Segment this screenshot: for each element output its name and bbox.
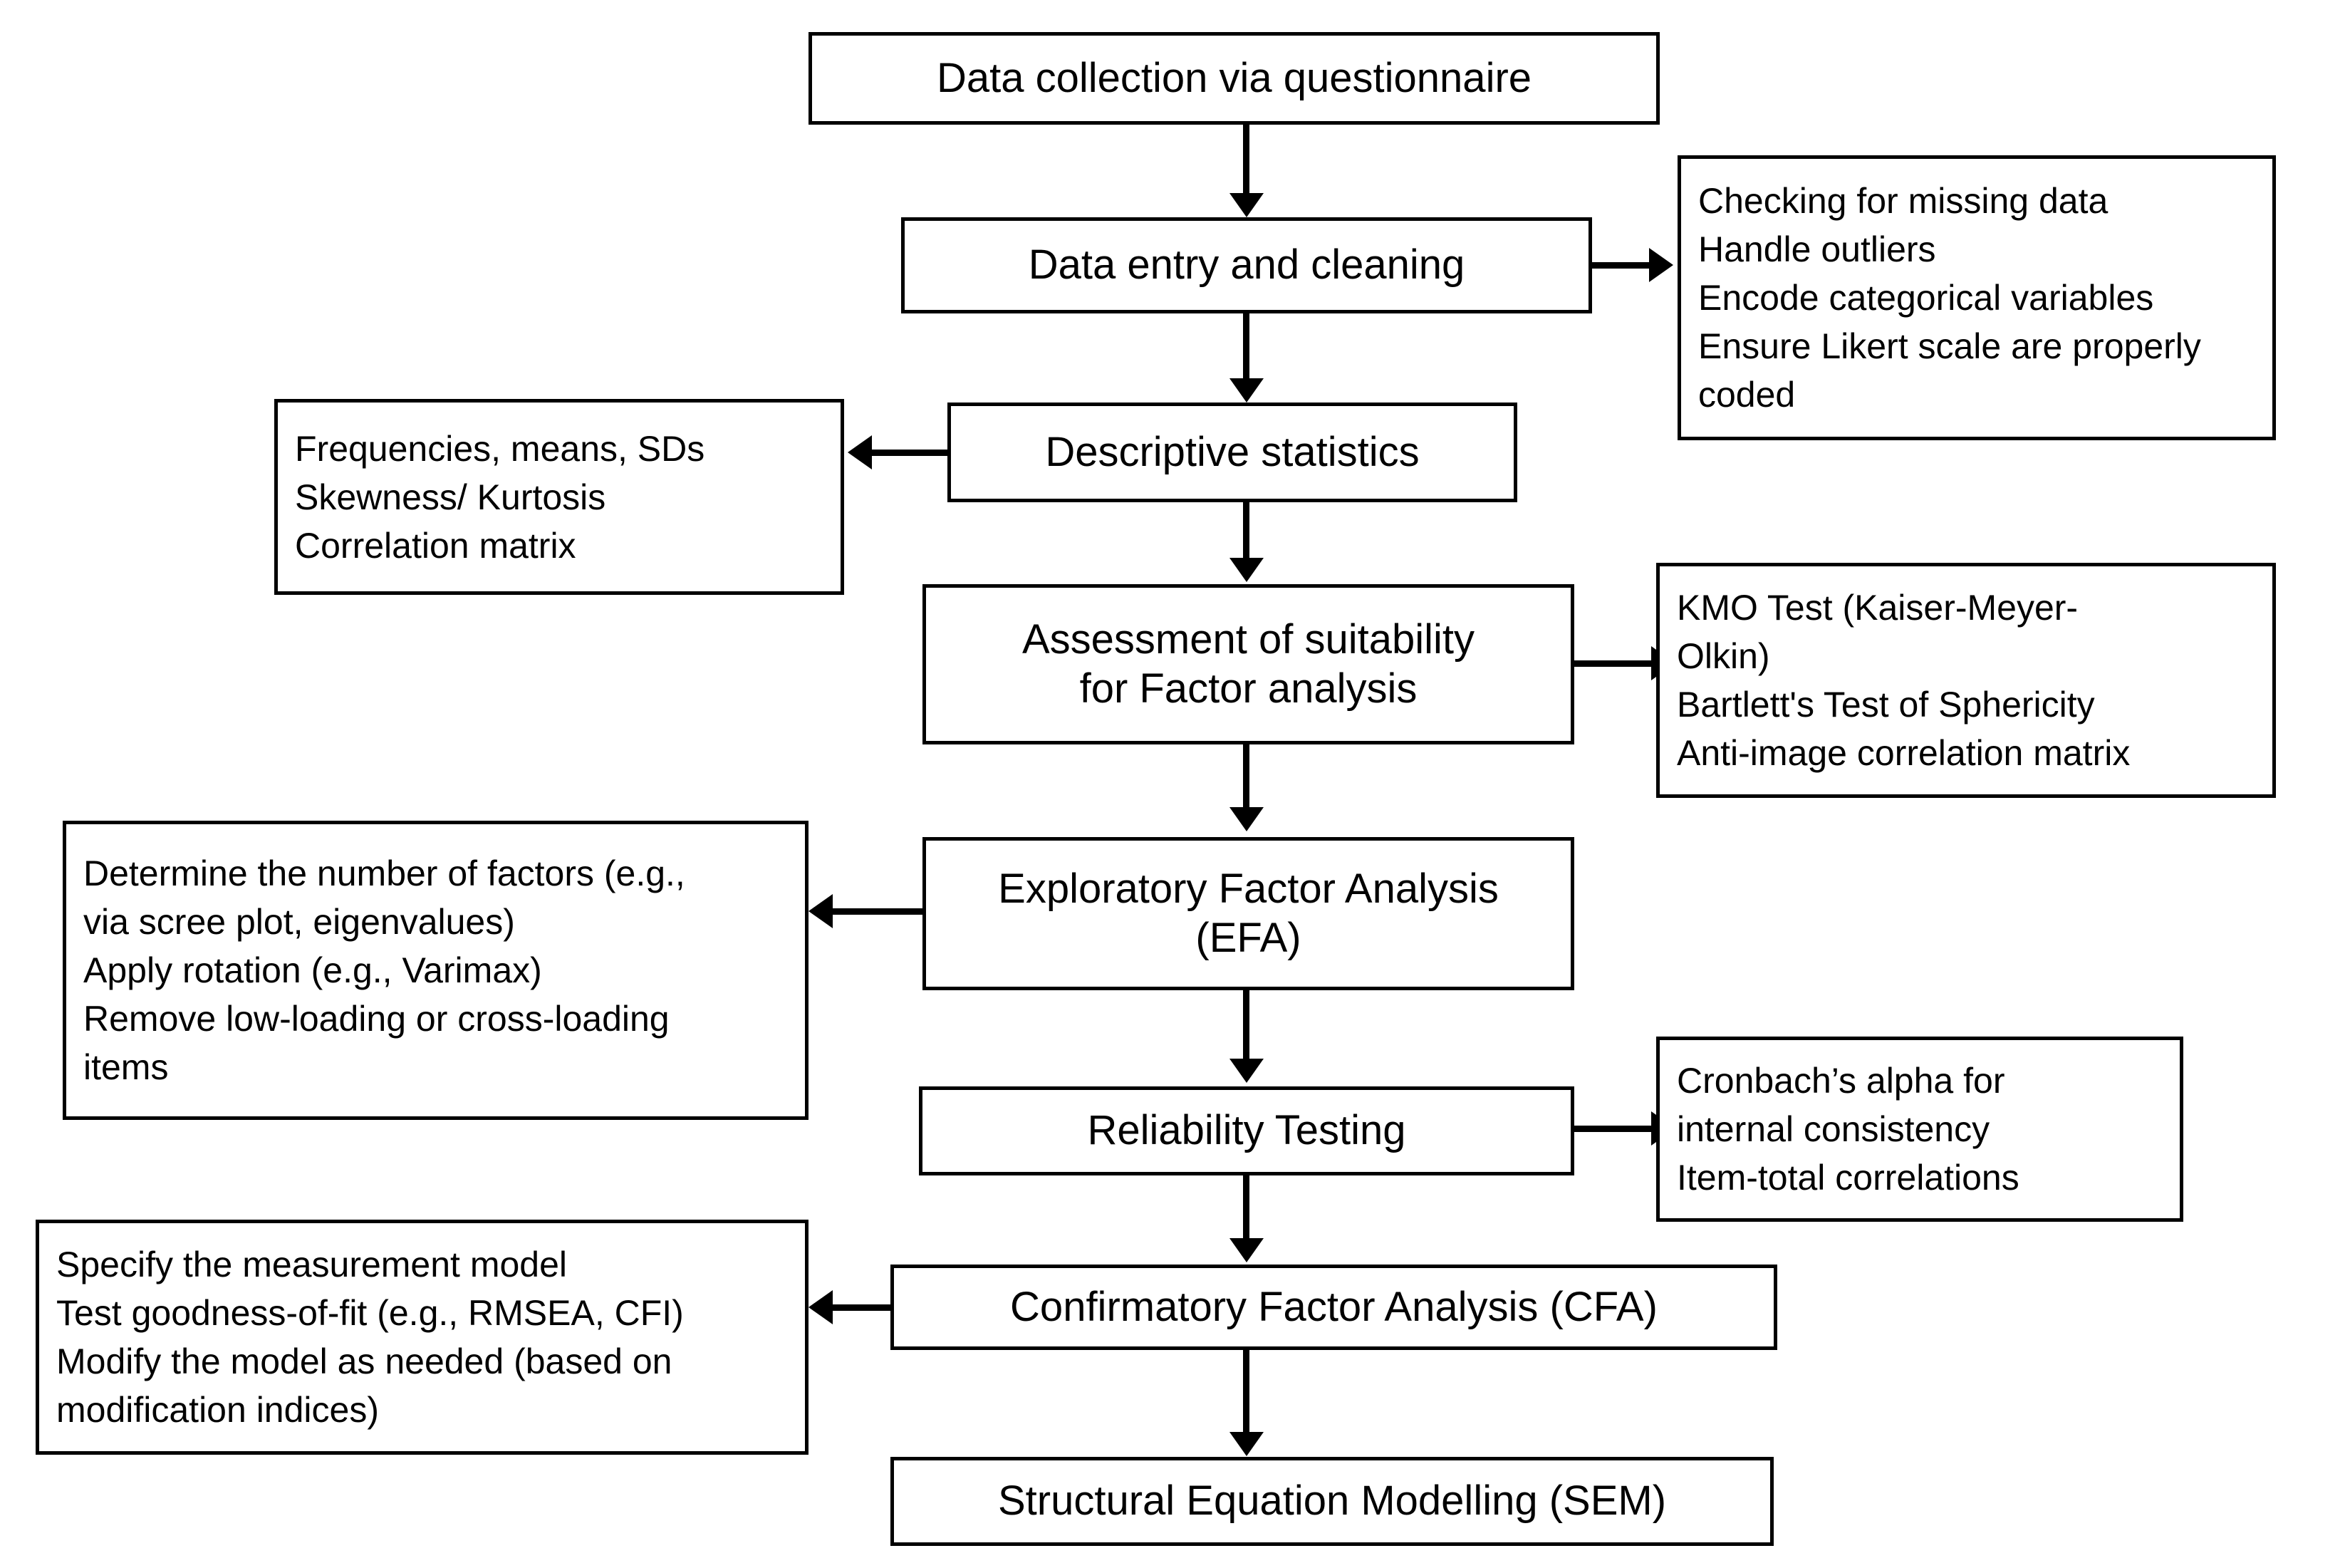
connector-cfa-to-note (830, 1304, 894, 1311)
node-cfa-label: Confirmatory Factor Analysis (CFA) (1010, 1283, 1658, 1330)
connector-entry-to-note (1592, 262, 1650, 269)
node-data-collection[interactable]: Data collection via questionnaire (808, 32, 1660, 125)
arrowhead-entry-to-note (1649, 248, 1673, 282)
node-descriptive-statistics-label: Descriptive statistics (1045, 428, 1420, 475)
note-reliability-testing-text: Cronbach’s alpha for internal consistenc… (1677, 1061, 2019, 1198)
arrowhead-cfa-to-sem (1229, 1432, 1264, 1456)
node-efa-label: Exploratory Factor Analysis (EFA) (998, 866, 1499, 961)
connector-reliability-to-note (1574, 1126, 1653, 1132)
connector-efa-to-note (830, 908, 925, 915)
connector-descriptive-to-note (869, 450, 950, 456)
note-data-entry-text: Checking for missing data Handle outlier… (1698, 181, 2201, 415)
node-descriptive-statistics[interactable]: Descriptive statistics (947, 403, 1517, 502)
node-data-collection-label: Data collection via questionnaire (936, 54, 1532, 101)
note-cfa[interactable]: Specify the measurement model Test goodn… (36, 1220, 808, 1455)
note-descriptive-statistics[interactable]: Frequencies, means, SDs Skewness/ Kurtos… (274, 399, 844, 595)
note-assessment-suitability[interactable]: KMO Test (Kaiser-Meyer- Olkin) Bartlett'… (1656, 563, 2276, 798)
arrowhead-assessment-to-efa (1229, 807, 1264, 831)
arrowhead-efa-to-reliability (1229, 1059, 1264, 1083)
note-descriptive-statistics-text: Frequencies, means, SDs Skewness/ Kurtos… (295, 428, 705, 566)
note-efa[interactable]: Determine the number of factors (e.g., v… (63, 821, 808, 1120)
arrowhead-reliability-to-cfa (1229, 1238, 1264, 1262)
connector-entry-to-descriptive (1243, 313, 1249, 380)
connector-assessment-to-note (1574, 660, 1653, 667)
node-data-entry-label: Data entry and cleaning (1028, 242, 1465, 289)
arrowhead-descriptive-to-assessment (1229, 558, 1264, 582)
arrowhead-collection-to-entry (1229, 193, 1264, 217)
arrowhead-entry-to-descriptive (1229, 378, 1264, 403)
note-assessment-suitability-text: KMO Test (Kaiser-Meyer- Olkin) Bartlett'… (1677, 588, 2131, 773)
arrowhead-efa-to-note (808, 894, 833, 928)
note-efa-text: Determine the number of factors (e.g., v… (83, 853, 685, 1087)
connector-reliability-to-cfa (1243, 1175, 1249, 1240)
node-data-entry[interactable]: Data entry and cleaning (901, 217, 1592, 313)
connector-cfa-to-sem (1243, 1350, 1249, 1435)
node-assessment-suitability-label: Assessment of suitability for Factor ana… (1021, 616, 1475, 712)
arrowhead-descriptive-to-note (848, 435, 872, 469)
node-sem[interactable]: Structural Equation Modelling (SEM) (890, 1457, 1774, 1546)
connector-efa-to-reliability (1243, 990, 1249, 1060)
node-reliability-testing[interactable]: Reliability Testing (919, 1086, 1574, 1175)
connector-descriptive-to-assessment (1243, 502, 1249, 559)
arrowhead-cfa-to-note (808, 1290, 833, 1324)
node-reliability-testing-label: Reliability Testing (1087, 1107, 1406, 1154)
node-efa[interactable]: Exploratory Factor Analysis (EFA) (922, 837, 1574, 990)
node-cfa[interactable]: Confirmatory Factor Analysis (CFA) (890, 1265, 1777, 1350)
connector-collection-to-entry (1243, 125, 1249, 194)
note-cfa-text: Specify the measurement model Test goodn… (56, 1245, 684, 1430)
note-reliability-testing[interactable]: Cronbach’s alpha for internal consistenc… (1656, 1037, 2183, 1222)
connector-assessment-to-efa (1243, 744, 1249, 809)
node-sem-label: Structural Equation Modelling (SEM) (997, 1478, 1667, 1525)
node-assessment-suitability[interactable]: Assessment of suitability for Factor ana… (922, 584, 1574, 744)
note-data-entry[interactable]: Checking for missing data Handle outlier… (1678, 155, 2276, 440)
